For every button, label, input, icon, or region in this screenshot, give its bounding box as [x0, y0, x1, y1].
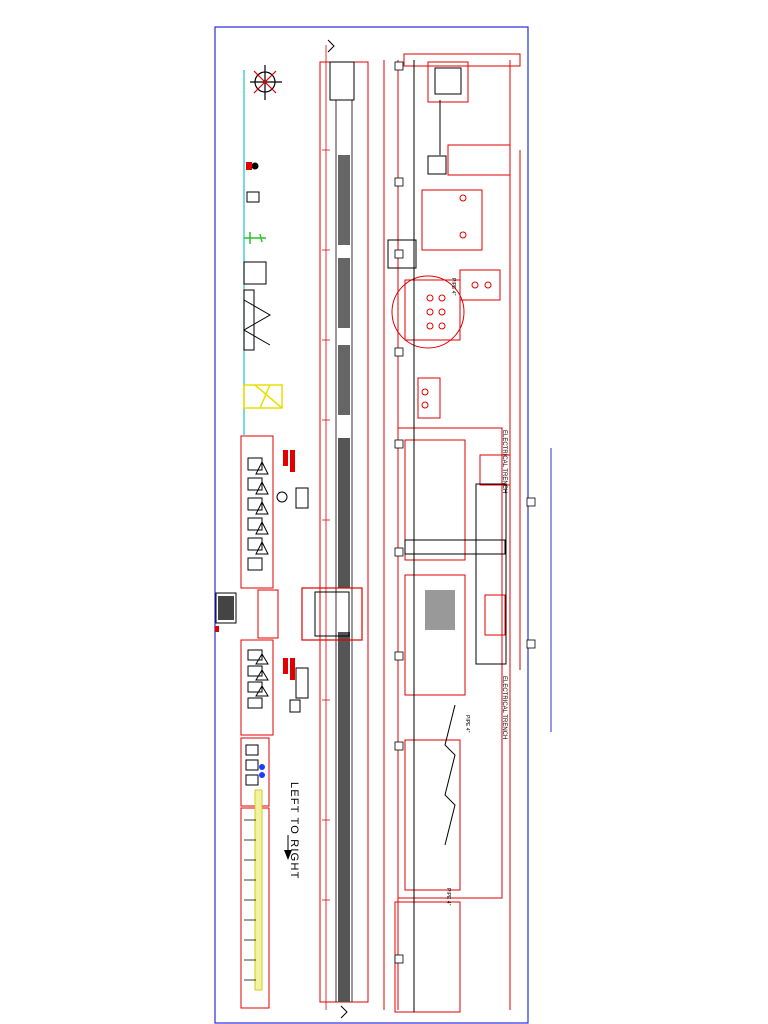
pipe-label-1: PIPE 4" [450, 278, 456, 296]
legend-block [215, 592, 237, 632]
yellow-conveyor [254, 789, 263, 991]
blue-markers [259, 764, 265, 778]
conveyor-strip [319, 61, 369, 1003]
red-notes [283, 450, 295, 680]
electrical-trench-label-bottom: ELECTRICAL TRENCH [501, 676, 507, 739]
plan-nodes [421, 194, 492, 409]
equipment-profile-column [242, 65, 283, 435]
pipe-label-2: PIPE 4" [464, 715, 470, 733]
crane-symbol [250, 65, 282, 100]
direction-arrow [284, 835, 292, 860]
grid-markers [394, 61, 536, 964]
sheet-border [214, 26, 529, 1024]
transfer-station [301, 587, 363, 641]
direction-label: LEFT TO RIGHT [288, 782, 300, 880]
plan-view [383, 53, 521, 1013]
plan-equipment [387, 60, 507, 1012]
pipe-label-3: PIPE 4" [445, 888, 451, 906]
electrical-trench-label-top: ELECTRICAL TRENCH [501, 430, 507, 493]
dimension-lines [322, 45, 330, 1010]
